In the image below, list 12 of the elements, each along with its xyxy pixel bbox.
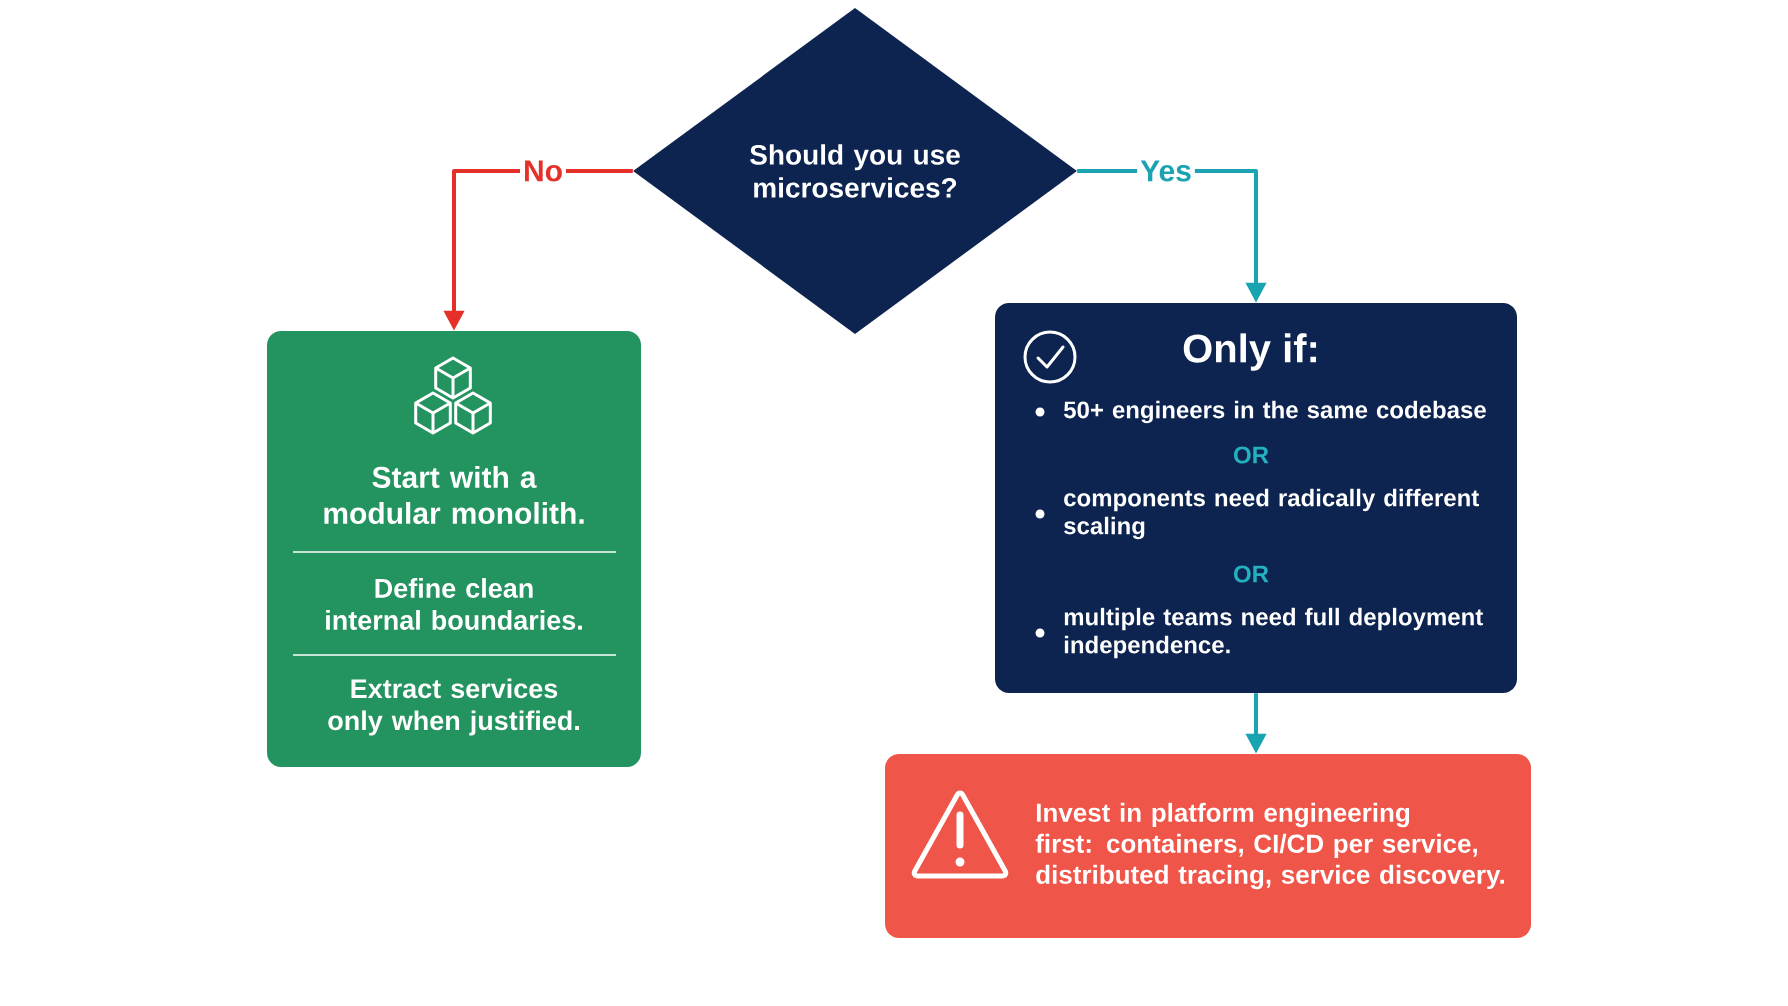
bullet-item: 50+ engineers in the same codebase	[1035, 400, 1486, 424]
card-text: Extract services only when justified.	[328, 678, 579, 736]
edge-label: No	[520, 157, 566, 185]
warning-text: Invest in platform engineering first: containers, CI/CD per service, distributed tracing, service discovery.	[1035, 802, 1504, 890]
bullet-item: multiple teams need full deployment independence.	[1035, 607, 1483, 659]
edge-label: Yes	[1137, 157, 1195, 185]
card-text: Define clean internal boundaries.	[326, 578, 582, 630]
card-heading: Start with a modular monolith.	[324, 466, 584, 524]
bullet-item: components need radically different scaling	[1035, 488, 1479, 540]
card-heading: Only if:	[1183, 333, 1317, 371]
or-text: OR	[1234, 446, 1269, 464]
or-text: OR	[1234, 565, 1269, 583]
